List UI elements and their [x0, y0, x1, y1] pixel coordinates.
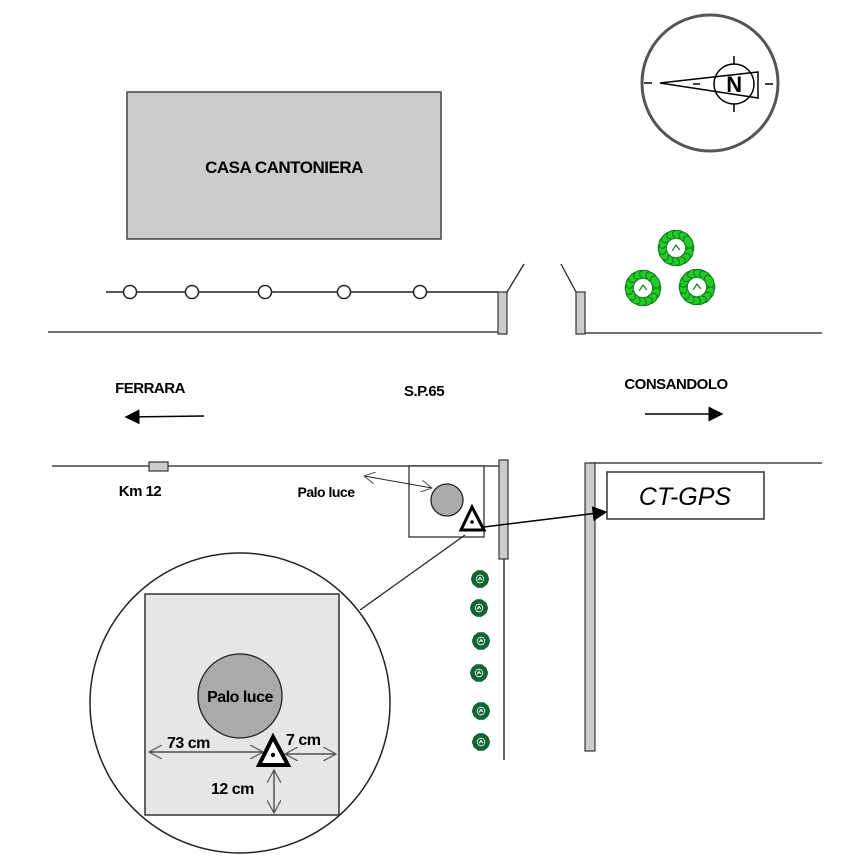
tree-cluster	[624, 229, 716, 307]
compass-outer-ring	[640, 13, 780, 153]
detail-leader-line	[359, 534, 466, 611]
road-name-label: S.P.65	[404, 383, 444, 400]
gate-post-lower-left	[498, 459, 509, 560]
direction-left-label: FERRARA	[115, 380, 185, 397]
building-label: CASA CANTONIERA	[205, 158, 363, 177]
dimension-left-label: 73 cm	[167, 735, 210, 752]
arrow-left-icon	[124, 409, 205, 425]
pole-label: Palo luce	[298, 484, 356, 500]
fence-post	[184, 284, 200, 300]
direction-right-label: CONSANDOLO	[624, 376, 728, 393]
gate-leaf-right	[560, 263, 577, 293]
gate-post-left	[497, 291, 508, 335]
hedge-icon	[472, 733, 490, 751]
fence-post	[412, 284, 428, 300]
hedge-row	[470, 570, 490, 751]
compass-north-label: N	[726, 72, 741, 97]
detail-callout: Palo luce 73 cm 7 cm 12 cm	[89, 552, 391, 854]
gate-post-lower-right	[584, 462, 596, 752]
hedge-icon	[472, 702, 490, 720]
fence-line	[106, 284, 498, 300]
tree-icon	[678, 268, 716, 306]
fence-post	[257, 284, 273, 300]
pole-pointer-arrow	[364, 476, 432, 488]
detail-pole-label: Palo luce	[207, 689, 273, 706]
detail-pole-symbol	[197, 653, 283, 739]
tree-icon	[657, 229, 695, 267]
fence-post	[122, 284, 138, 300]
hedge-icon	[470, 599, 488, 617]
km-marker-stone	[148, 461, 169, 472]
dimension-bottom-label: 12 cm	[211, 781, 254, 798]
gate-leaf-left	[506, 263, 525, 293]
compass-rose: N	[640, 13, 780, 153]
building-casa-cantoniera: CASA CANTONIERA	[126, 91, 442, 240]
tree-icon	[624, 269, 662, 307]
station-id-box: CT-GPS	[606, 471, 765, 520]
dimension-right-label: 7 cm	[286, 732, 321, 749]
gate-post-right	[575, 291, 586, 335]
km-marker-label: Km 12	[119, 483, 162, 500]
detail-benchmark-marker-icon	[255, 732, 292, 767]
hedge-icon	[471, 570, 489, 588]
hedge-icon	[472, 632, 490, 650]
station-label: CT-GPS	[639, 483, 731, 511]
compass-needle-icon	[659, 71, 759, 99]
benchmark-marker-icon	[458, 503, 487, 532]
fence-post	[336, 284, 352, 300]
hedge-icon	[470, 664, 488, 682]
station-pointer-arrow	[483, 506, 608, 528]
pole-symbol	[430, 483, 464, 517]
